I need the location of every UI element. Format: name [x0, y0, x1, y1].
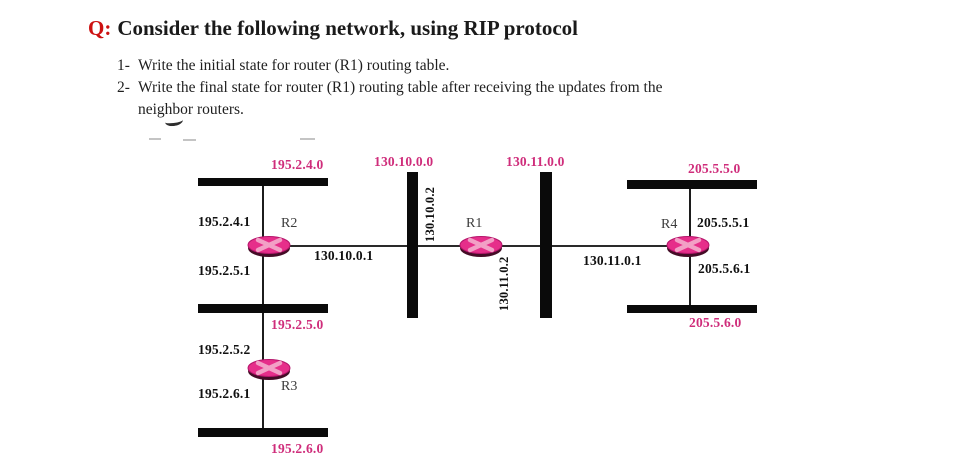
- scan-artifact-dash: [183, 139, 196, 141]
- interface-label-130-10-0-1: 130.10.0.1: [314, 248, 374, 263]
- interface-label-205-5-5-1: 205.5.5.1: [697, 215, 750, 230]
- interface-label-130-11-0-2: 130.11.0.2: [497, 256, 511, 311]
- interface-label-130-11-0-1: 130.11.0.1: [583, 253, 642, 268]
- router-r3-icon: [247, 359, 291, 380]
- scan-artifact-blob: [164, 115, 184, 127]
- interface-label-195-2-5-2: 195.2.5.2: [198, 342, 251, 357]
- scan-artifact-dash: [300, 138, 315, 140]
- router-r1-label: R1: [466, 216, 483, 231]
- question-item2-text: Write the final state for router (R1) ro…: [138, 79, 663, 96]
- bus-195-2-5-0: [198, 304, 328, 313]
- router-r3-label: R3: [281, 379, 298, 394]
- router-r1-icon: [459, 236, 503, 257]
- network-label-195-2-6-0: 195.2.6.0: [271, 441, 324, 456]
- network-label-205-5-6-0: 205.5.6.0: [689, 315, 742, 330]
- interface-label-130-10-0-2: 130.10.0.2: [423, 186, 437, 242]
- router-r2-icon: [247, 236, 291, 257]
- bus-130-10-0-0: [407, 172, 418, 318]
- interface-label-195-2-5-1: 195.2.5.1: [198, 263, 251, 278]
- question-prefix: Q:: [88, 16, 112, 40]
- bus-205-5-6-0: [627, 305, 757, 313]
- network-label-205-5-5-0: 205.5.5.0: [688, 161, 741, 176]
- bus-195-2-4-0: [198, 178, 328, 186]
- question-item1-text: Write the initial state for router (R1) …: [138, 57, 450, 74]
- bus-195-2-6-0: [198, 428, 328, 437]
- bus-130-11-0-0: [540, 172, 552, 318]
- bus-205-5-5-0: [627, 180, 757, 189]
- question-item2-continuation: neighbor routers.: [138, 101, 244, 118]
- router-r2-label: R2: [281, 216, 298, 231]
- router-r4-label: R4: [661, 217, 678, 232]
- interface-label-195-2-6-1: 195.2.6.1: [198, 386, 251, 401]
- network-label-195-2-5-0: 195.2.5.0: [271, 317, 324, 332]
- interface-label-205-5-6-1: 205.5.6.1: [698, 261, 751, 276]
- question-title-text: Consider the following network, using RI…: [117, 16, 579, 40]
- scan-artifact-dash: [149, 138, 161, 140]
- router-r4-icon: [666, 236, 710, 257]
- question-item1-number: 1-: [117, 57, 130, 74]
- interface-label-195-2-4-1: 195.2.4.1: [198, 214, 251, 229]
- network-label-130-10-0-0: 130.10.0.0: [374, 154, 434, 169]
- network-label-130-11-0-0: 130.11.0.0: [506, 154, 565, 169]
- network-label-195-2-4-0: 195.2.4.0: [271, 157, 324, 172]
- question-title: Q:Consider the following network, using …: [88, 16, 578, 41]
- question-item2-number: 2-: [117, 79, 130, 96]
